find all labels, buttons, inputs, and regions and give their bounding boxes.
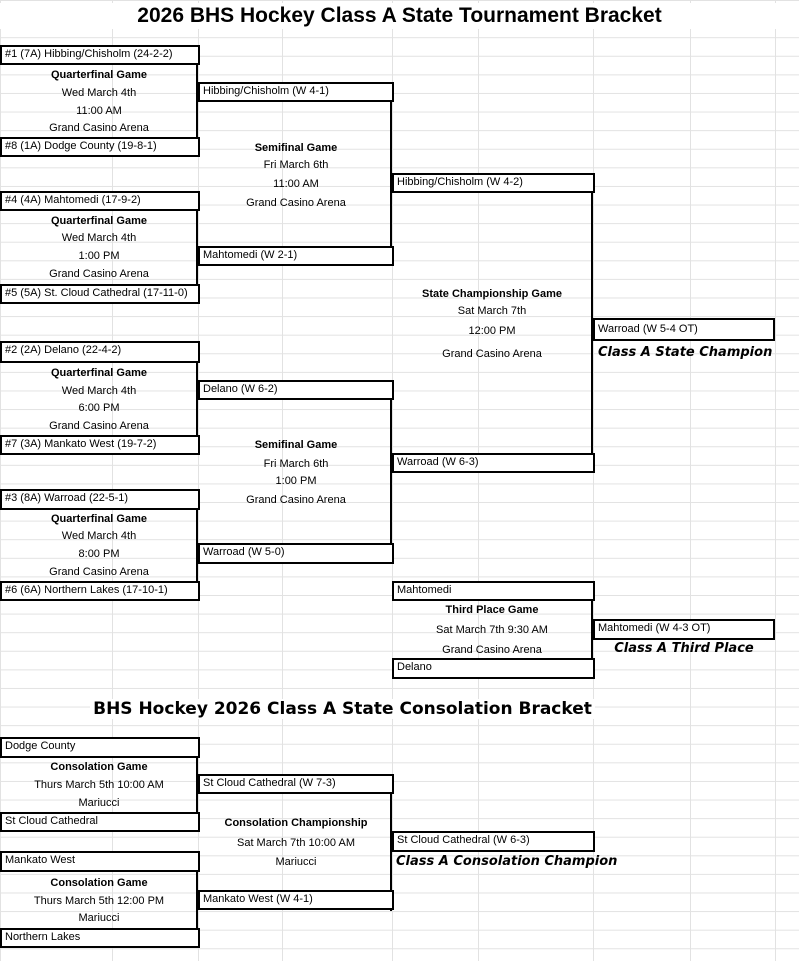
bracket-title: 2026 BHS Hockey Class A State Tournament…: [0, 3, 799, 29]
grid-column-line: [478, 0, 479, 961]
team-cell[interactable]: #6 (6A) Northern Lakes (17-10-1): [0, 581, 200, 601]
third-place-cell[interactable]: Mahtomedi (W 4-3 OT): [593, 619, 775, 640]
game-datetime: Thurs March 5th 10:00 AM: [34, 779, 164, 791]
consolation-title: BHS Hockey 2026 Class A State Consolatio…: [90, 699, 595, 719]
bracket-line: [591, 192, 593, 455]
game-time: 1:00 PM: [275, 475, 317, 487]
winner-cell[interactable]: Warroad (W 6-3): [392, 453, 595, 473]
game-time: 6:00 PM: [78, 402, 120, 414]
game-datetime: Sat March 7th 10:00 AM: [236, 837, 355, 849]
consolation-champion-cell[interactable]: St Cloud Cathedral (W 6-3): [392, 831, 595, 852]
winner-cell[interactable]: St Cloud Cathedral (W 7-3): [198, 774, 394, 794]
team-cell[interactable]: Delano: [392, 658, 595, 679]
game-venue: Grand Casino Arena: [246, 197, 346, 209]
game-venue: Mariucci: [275, 856, 317, 868]
bracket-line: [196, 757, 198, 813]
team-cell[interactable]: Northern Lakes: [0, 928, 200, 948]
winner-cell[interactable]: Mankato West (W 4-1): [198, 890, 394, 910]
bracket-line: [390, 101, 392, 247]
team-cell[interactable]: #2 (2A) Delano (22-4-2): [0, 341, 200, 363]
game-time: 8:00 PM: [78, 548, 120, 560]
game-venue: Mariucci: [78, 912, 120, 924]
team-cell[interactable]: #7 (3A) Mankato West (19-7-2): [0, 435, 200, 455]
game-label: Quarterfinal Game: [51, 69, 147, 81]
game-label: Consolation Game: [50, 877, 148, 889]
game-datetime: Thurs March 5th 12:00 PM: [33, 895, 165, 907]
team-cell[interactable]: #1 (7A) Hibbing/Chisholm (24-2-2): [0, 45, 200, 65]
game-label: Quarterfinal Game: [51, 513, 147, 525]
game-venue: Grand Casino Arena: [442, 348, 542, 360]
winner-cell[interactable]: Mahtomedi (W 2-1): [198, 246, 394, 266]
game-time: 11:00 AM: [273, 178, 319, 190]
consolation-champion-caption: Class A Consolation Champion: [396, 854, 618, 869]
team-cell[interactable]: Mahtomedi: [392, 581, 595, 601]
game-label: Consolation Game: [50, 761, 148, 773]
team-cell[interactable]: Mankato West: [0, 851, 200, 872]
game-label: Semifinal Game: [254, 142, 338, 154]
grid-column-line: [593, 0, 594, 961]
bracket-line: [196, 870, 198, 929]
grid-column-line: [392, 0, 393, 961]
game-date: Wed March 4th: [61, 87, 137, 99]
game-time: 1:00 PM: [78, 250, 120, 262]
game-venue: Grand Casino Arena: [246, 494, 346, 506]
team-cell[interactable]: St Cloud Cathedral: [0, 812, 200, 832]
game-date: Fri March 6th: [263, 159, 329, 171]
grid-column-line: [690, 0, 691, 961]
bracket-line: [196, 509, 198, 582]
game-label: State Championship Game: [422, 288, 562, 300]
team-cell[interactable]: #5 (5A) St. Cloud Cathedral (17-11-0): [0, 284, 200, 304]
winner-cell[interactable]: Hibbing/Chisholm (W 4-1): [198, 82, 394, 102]
game-date: Wed March 4th: [61, 385, 137, 397]
third-place-caption: Class A Third Place: [614, 641, 754, 656]
game-venue: Grand Casino Arena: [49, 122, 149, 134]
bracket-line: [196, 362, 198, 436]
grid-column-line: [112, 0, 113, 961]
bracket-line: [390, 793, 392, 911]
game-venue: Grand Casino Arena: [49, 420, 149, 432]
team-cell[interactable]: #3 (8A) Warroad (22-5-1): [0, 489, 200, 510]
winner-cell[interactable]: Delano (W 6-2): [198, 380, 394, 400]
winner-cell[interactable]: Warroad (W 5-0): [198, 543, 394, 564]
game-venue: Grand Casino Arena: [49, 566, 149, 578]
winner-cell[interactable]: Hibbing/Chisholm (W 4-2): [392, 173, 595, 193]
game-date: Wed March 4th: [61, 530, 137, 542]
game-label: Semifinal Game: [254, 439, 338, 451]
game-date: Fri March 6th: [263, 458, 329, 470]
game-datetime: Sat March 7th 9:30 AM: [436, 624, 548, 636]
team-cell[interactable]: #8 (1A) Dodge County (19-8-1): [0, 137, 200, 157]
game-date: Sat March 7th: [457, 305, 527, 317]
game-time: 12:00 PM: [468, 325, 516, 337]
champion-cell[interactable]: Warroad (W 5-4 OT): [593, 318, 775, 341]
grid-column-line: [282, 0, 283, 961]
bracket-line: [196, 64, 198, 138]
grid-column-line: [198, 0, 199, 961]
bracket-line: [196, 210, 198, 285]
champion-caption: Class A State Champion: [598, 345, 773, 360]
team-cell[interactable]: #4 (4A) Mahtomedi (17-9-2): [0, 191, 200, 211]
game-venue: Grand Casino Arena: [442, 644, 542, 656]
bracket-line: [390, 399, 392, 545]
team-cell[interactable]: Dodge County: [0, 737, 200, 758]
grid-column-line: [775, 0, 776, 961]
game-label: Consolation Championship: [224, 817, 368, 829]
game-venue: Grand Casino Arena: [49, 268, 149, 280]
game-date: Wed March 4th: [61, 232, 137, 244]
bracket-line: [591, 600, 593, 659]
game-time: 11:00 AM: [76, 105, 122, 117]
game-label: Quarterfinal Game: [51, 367, 147, 379]
game-label: Quarterfinal Game: [51, 215, 147, 227]
game-venue: Mariucci: [78, 797, 120, 809]
game-label: Third Place Game: [445, 604, 539, 616]
